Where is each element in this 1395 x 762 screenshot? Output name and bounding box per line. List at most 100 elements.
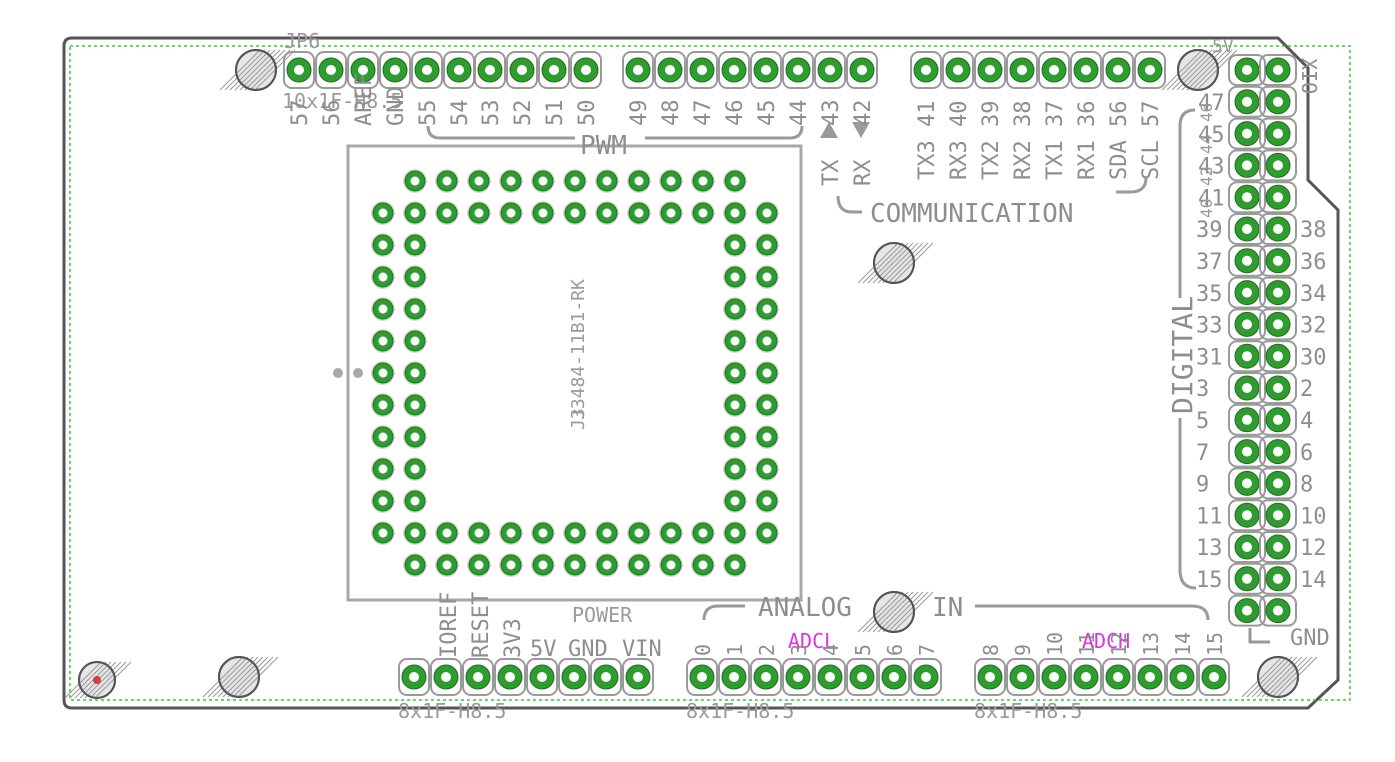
digital-left-label: 9 bbox=[1196, 473, 1209, 498]
digital-header-pin-left bbox=[1228, 340, 1266, 373]
digital-header-pin-left bbox=[1228, 435, 1266, 468]
top-right-pin-label: TX2 39 bbox=[979, 101, 1004, 180]
top-left-header-pin bbox=[474, 51, 506, 89]
top-left-pin-label: 57 bbox=[288, 100, 313, 127]
adch-header-pin bbox=[1102, 658, 1134, 696]
power-header-value: 8x1F-H8.5 bbox=[398, 699, 506, 723]
top-mid-header-pin bbox=[686, 51, 718, 89]
adch-pin-label: 10 bbox=[1043, 632, 1067, 656]
ic-pad bbox=[467, 201, 491, 225]
five-v-label: 5V bbox=[530, 637, 557, 662]
digital-left-label: 15 bbox=[1196, 568, 1223, 593]
ic-pad bbox=[659, 169, 683, 193]
top-mid-pin-label: 47 bbox=[691, 100, 716, 127]
ic-pad bbox=[435, 521, 459, 545]
digital-header-pin-right bbox=[1259, 531, 1297, 563]
mounting-hole-top-right bbox=[1161, 49, 1238, 91]
ic-pad bbox=[627, 553, 651, 577]
top-left-pin-label: 54 bbox=[448, 100, 473, 127]
ic-pad bbox=[403, 169, 427, 193]
ic-pad bbox=[403, 425, 427, 449]
ic-pad bbox=[755, 521, 779, 545]
ic-pad bbox=[371, 329, 395, 353]
tx-arrow-icon bbox=[820, 122, 838, 138]
ic-pad bbox=[723, 521, 747, 545]
power-header-pin bbox=[430, 658, 462, 696]
adch-pin-label: 15 bbox=[1203, 632, 1227, 656]
ic-pad bbox=[595, 521, 619, 545]
ic-pad bbox=[371, 233, 395, 257]
ic-pad bbox=[531, 521, 555, 545]
adcl-pin-label: 5 bbox=[851, 644, 875, 656]
digital-left-label: 39 bbox=[1196, 218, 1223, 243]
digital-header-pin-right bbox=[1259, 403, 1297, 436]
adcl-header-pin bbox=[782, 658, 814, 696]
digital-header-pin-right bbox=[1259, 499, 1297, 532]
digital-left-label: 13 bbox=[1196, 536, 1223, 561]
adcl-header-value: 8x1F-H8.5 bbox=[686, 699, 794, 723]
digital-header-pin-left bbox=[1228, 85, 1266, 118]
top-left-header-pin bbox=[283, 51, 315, 89]
top-right-header-pin bbox=[1038, 51, 1070, 89]
five-volt-label: 5V bbox=[1212, 36, 1234, 57]
adcl-pin-label: 1 bbox=[723, 644, 747, 656]
ic-pad bbox=[403, 457, 427, 481]
ic-pad bbox=[659, 201, 683, 225]
ic-pad bbox=[403, 361, 427, 385]
digital-header-pin-right bbox=[1259, 594, 1297, 627]
communication-label: COMMUNICATION bbox=[870, 199, 1074, 229]
adcl-header-pin bbox=[718, 658, 750, 696]
ic-pad bbox=[723, 361, 747, 385]
digital-header-pin-left bbox=[1228, 308, 1266, 341]
digital-left-label: 35 bbox=[1196, 282, 1223, 307]
adcl-label: ADCL bbox=[788, 629, 836, 653]
adch-pin-label: 11 bbox=[1075, 632, 1099, 656]
digital-header-pin-right bbox=[1259, 562, 1297, 595]
digital-right-label: 8 bbox=[1300, 473, 1313, 498]
top-left-header-pin bbox=[506, 51, 538, 89]
ic-pad bbox=[723, 457, 747, 481]
digital-right-label: 38 bbox=[1300, 218, 1327, 243]
ic-pad bbox=[691, 169, 715, 193]
ic-ref-label: J3 bbox=[568, 408, 589, 430]
adch-header-pin bbox=[1166, 658, 1198, 696]
top-mid-header-pin bbox=[846, 51, 878, 89]
digital-right-label: 10 bbox=[1300, 504, 1327, 529]
digital-left-label: 5 bbox=[1196, 409, 1209, 434]
top-mid-header-pin bbox=[718, 51, 750, 89]
mounting-hole-bottom-right bbox=[1241, 656, 1318, 698]
ic-pad bbox=[371, 361, 395, 385]
adch-pin-label: 13 bbox=[1139, 632, 1163, 656]
top-left-header-pin bbox=[347, 51, 379, 89]
adch-header-pin bbox=[1070, 658, 1102, 696]
digital-left-label: 47 bbox=[1198, 91, 1225, 116]
ic-pad bbox=[467, 521, 491, 545]
ic-pad bbox=[563, 201, 587, 225]
digital-header-pin-right bbox=[1259, 85, 1297, 118]
top-left-pin-label: 53 bbox=[479, 100, 504, 127]
ic-pad bbox=[371, 489, 395, 513]
adcl-pin-label: 7 bbox=[915, 644, 939, 656]
jp6-label: JP6 bbox=[284, 29, 320, 53]
top-mid-header-pin bbox=[654, 51, 686, 89]
adch-pin-label: 9 bbox=[1011, 644, 1035, 656]
mounting-hole-bottom-middle bbox=[857, 591, 934, 633]
ic-pad bbox=[435, 201, 459, 225]
mounting-holes bbox=[64, 49, 1318, 699]
ic-pad bbox=[371, 297, 395, 321]
top-left-header-pin bbox=[538, 51, 570, 89]
reset-label: RESET bbox=[469, 592, 494, 658]
top-right-header-pin bbox=[942, 51, 974, 89]
ic-pad bbox=[467, 553, 491, 577]
power-header-pin bbox=[462, 658, 494, 696]
silk-lines bbox=[426, 108, 1270, 644]
ic-pad bbox=[595, 169, 619, 193]
top-right-pin-label: TX1 37 bbox=[1043, 101, 1068, 180]
digital-header-pin-right bbox=[1259, 181, 1297, 214]
top-mid-pin-label: 46 bbox=[723, 100, 748, 127]
ic-pad bbox=[403, 233, 427, 257]
digital-partial-label: 42 bbox=[1197, 167, 1216, 186]
top-left-header-pin bbox=[411, 51, 443, 89]
ic-pad bbox=[403, 393, 427, 417]
